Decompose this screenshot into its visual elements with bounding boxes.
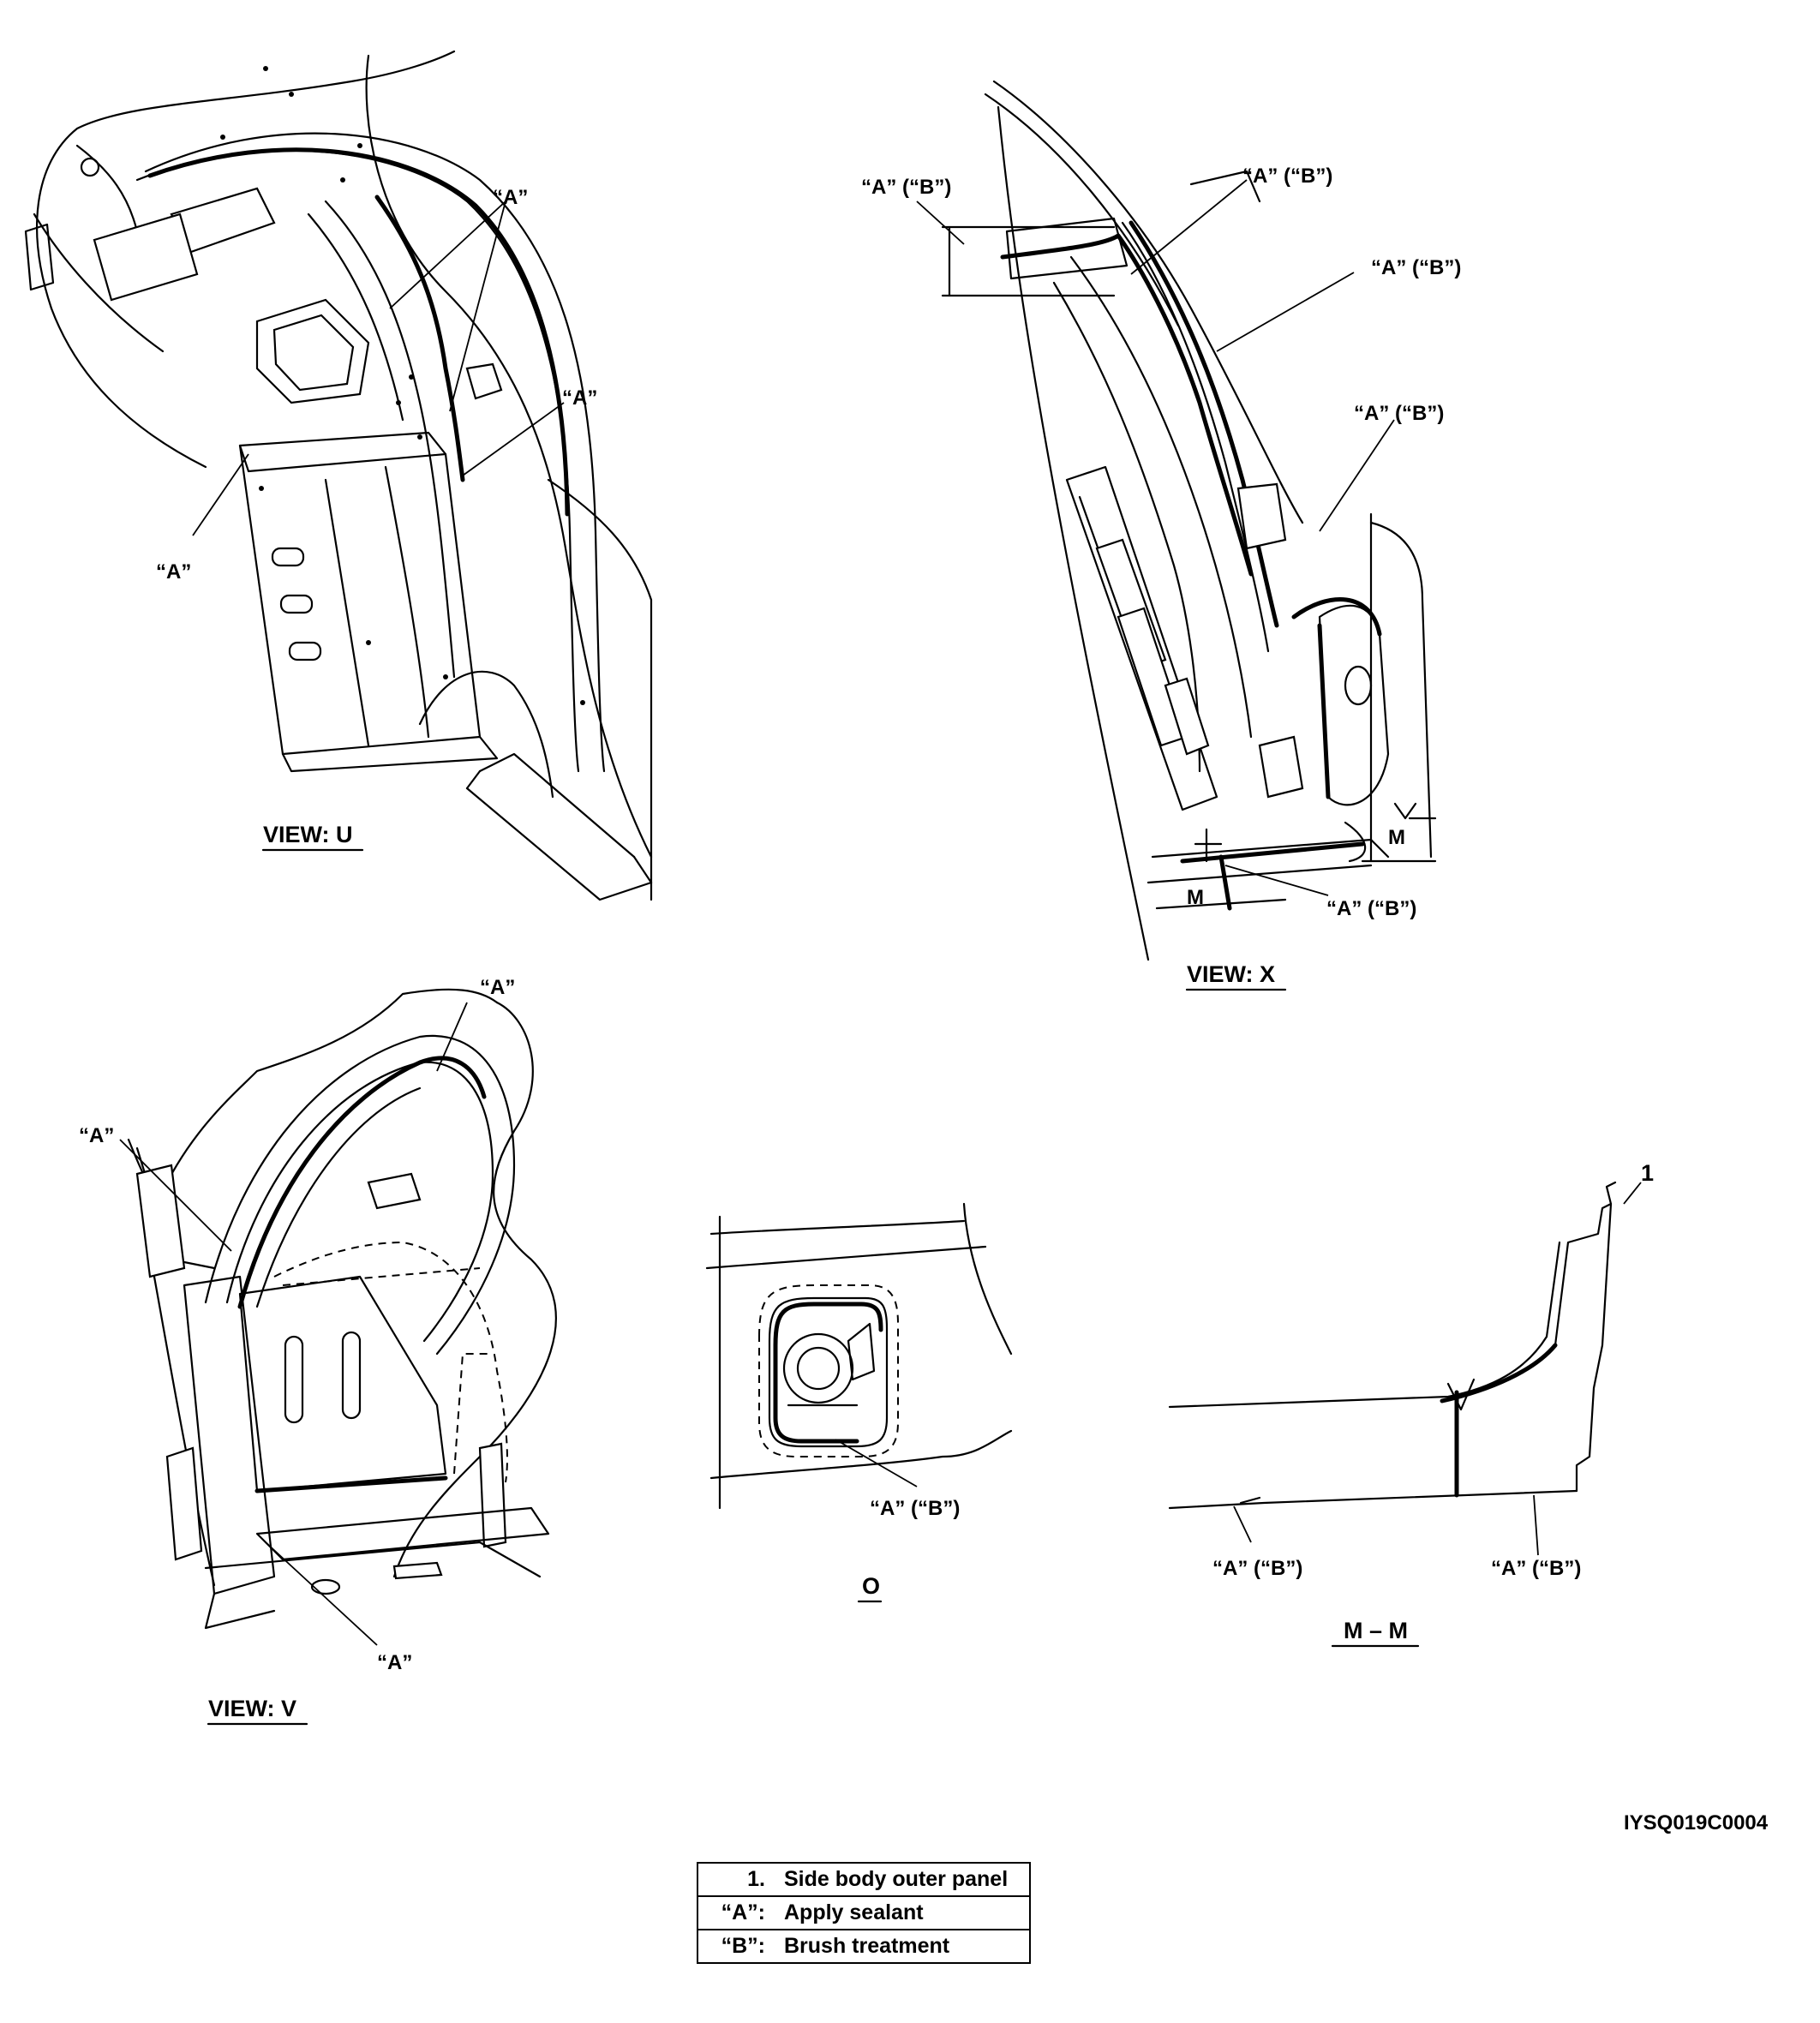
view-o-drawing (705, 1202, 1013, 1510)
view-v-drawing (119, 988, 557, 1646)
view-u-title: VIEW: U (263, 822, 353, 847)
section-m-m-callout-1: 1 (1641, 1160, 1654, 1186)
view-x-section-mark-m-2: M (1187, 886, 1204, 909)
view-u-label-a-3: “A” (156, 560, 191, 584)
section-m-m-label-ab-2: “A” (“B”) (1491, 1557, 1581, 1580)
view-x-label-ab-3: “A” (“B”) (1371, 256, 1461, 279)
legend-key: “A”: (697, 1895, 777, 1930)
legend-row: 1. Side body outer panel (697, 1863, 1030, 1896)
legend-text: Side body outer panel (784, 1867, 1009, 1891)
view-x-label-ab-2: “A” (“B”) (1242, 165, 1332, 188)
section-m-m-label-ab-1: “A” (“B”) (1212, 1557, 1302, 1580)
view-u-label-a-1: “A” (493, 186, 528, 209)
view-x-label-ab-4: “A” (“B”) (1354, 402, 1444, 425)
legend-row: “B”: Brush treatment (697, 1929, 1030, 1963)
view-o-label-ab: “A” (“B”) (870, 1497, 960, 1520)
section-m-m-title: M – M (1344, 1618, 1408, 1643)
figure-id: IYSQ019C0004 (1624, 1811, 1769, 1834)
view-v-label-a-1: “A” (480, 976, 515, 999)
legend-table: 1. Side body outer panel “A”: Apply seal… (697, 1862, 1031, 1964)
view-o-title: O (862, 1573, 880, 1599)
view-x-label-ab-1: “A” (“B”) (861, 176, 951, 199)
view-x-label-ab-5: “A” (“B”) (1326, 897, 1416, 920)
legend-row: “A”: Apply sealant (697, 1895, 1030, 1930)
view-x-title: VIEW: X (1187, 961, 1275, 987)
section-m-m-drawing (1168, 1181, 1642, 1556)
legend-key: “B”: (697, 1929, 777, 1963)
legend-text: Brush treatment (777, 1929, 1030, 1963)
view-u-label-a-2: “A” (562, 386, 597, 410)
legend-text: Apply sealant (777, 1895, 1030, 1930)
view-v-label-a-2: “A” (79, 1124, 114, 1147)
view-x-drawing (916, 80, 1437, 961)
view-u-drawing (24, 50, 653, 901)
view-v-title: VIEW: V (208, 1696, 296, 1721)
view-v-label-a-3: “A” (377, 1651, 412, 1674)
legend-key: 1. (747, 1867, 765, 1891)
view-x-section-mark-m-1: M (1388, 826, 1405, 849)
